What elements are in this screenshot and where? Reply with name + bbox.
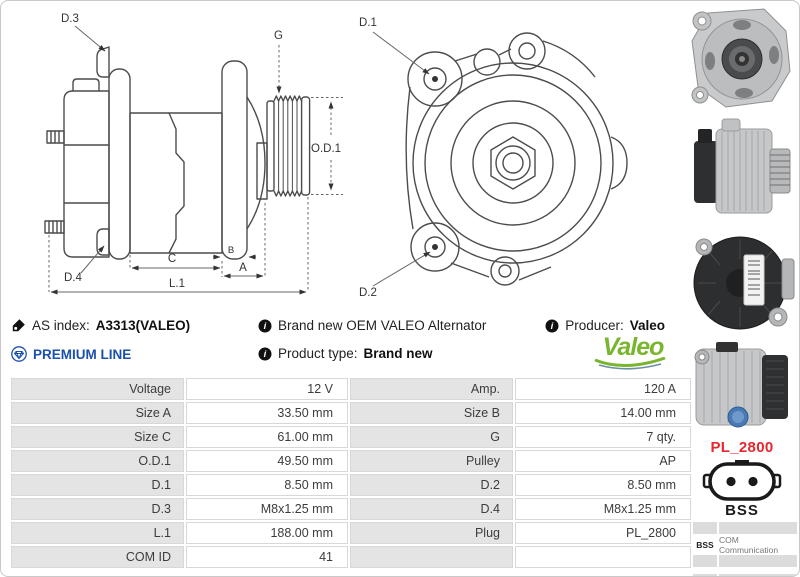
product-photo-1[interactable]: [686, 5, 798, 113]
com-row: [693, 522, 797, 534]
product-type-label: Product type:: [278, 346, 358, 361]
product-photo-2[interactable]: [686, 115, 798, 223]
valeo-logo-text: Valeo: [602, 333, 665, 361]
spec-label: Size A: [11, 402, 184, 424]
producer-value: Valeo: [629, 318, 665, 333]
com-code-cell: [693, 555, 717, 567]
premium-line-label: PREMIUM LINE: [33, 346, 132, 362]
com-row: [693, 555, 797, 567]
dim-label-l1: L.1: [169, 278, 185, 290]
dim-label-g: G: [274, 30, 283, 42]
com-communication-table: BSS COM Communication: [693, 522, 797, 576]
spec-label: COM ID: [11, 546, 184, 568]
spec-label: Size B: [350, 402, 513, 424]
dim-label-d3: D.3: [61, 13, 79, 25]
brand-note-text: Brand new OEM VALEO Alternator: [278, 318, 487, 333]
spec-label: Plug: [350, 522, 513, 544]
svg-text:i: i: [264, 349, 267, 360]
info-icon: i: [258, 319, 272, 333]
specs-table: Voltage 12 V Amp. 120 A Size A 33.50 mm …: [11, 378, 691, 568]
dim-label-a: A: [239, 262, 247, 274]
mounting-ears: [405, 32, 628, 286]
alternator-side-diagram: D.3 G O.D.1 C B A L.1 D.4: [44, 13, 343, 295]
com-code-cell: BSS: [696, 539, 714, 550]
rear-housing: [44, 78, 110, 258]
com-row: [693, 574, 797, 576]
product-type: i Product type: Brand new: [258, 346, 433, 361]
com-desc-cell: [719, 574, 797, 576]
dim-label-b: B: [228, 245, 234, 256]
stator-body: [129, 112, 223, 254]
spec-label: D.3: [11, 498, 184, 520]
spec-value: PL_2800: [515, 522, 691, 544]
spec-label: D.1: [11, 474, 184, 496]
tag-icon: [11, 318, 26, 333]
spec-label: Pulley: [350, 450, 513, 472]
spec-value: AP: [515, 450, 691, 472]
spec-value: 8.50 mm: [515, 474, 691, 496]
spec-value: 14.00 mm: [515, 402, 691, 424]
pulley: [266, 95, 311, 197]
svg-text:i: i: [264, 321, 267, 332]
as-index-label: AS index:: [32, 318, 90, 333]
spec-value: 41: [186, 546, 348, 568]
spec-label: L.1: [11, 522, 184, 544]
product-photo-3[interactable]: [686, 229, 798, 337]
plug-type: BSS: [725, 502, 759, 519]
product-info-section: AS index: A3313(VALEO) i Brand new OEM V…: [9, 315, 683, 375]
spec-label: G: [350, 426, 513, 448]
producer-label: Producer:: [565, 318, 624, 333]
front-face: [412, 62, 614, 264]
com-desc-cell: [719, 555, 797, 567]
spec-label: [350, 546, 513, 568]
spec-label: Size C: [11, 426, 184, 448]
dim-label-od1: O.D.1: [311, 143, 341, 155]
spec-value: 33.50 mm: [186, 402, 348, 424]
com-desc-cell: COM Communication: [719, 534, 779, 555]
valeo-swoosh-icon: [594, 357, 666, 370]
spec-label: Voltage: [11, 378, 184, 400]
spec-label: D.4: [350, 498, 513, 520]
spec-value: 49.50 mm: [186, 450, 348, 472]
plug-name: PL_2800: [710, 439, 774, 456]
premium-line-badge[interactable]: PREMIUM LINE: [11, 346, 131, 362]
info-icon: i: [258, 347, 272, 361]
brand-note: i Brand new OEM VALEO Alternator: [258, 318, 486, 333]
dim-label-d4: D.4: [64, 272, 83, 284]
dim-label-c: C: [168, 253, 176, 265]
spec-value: M8x1.25 mm: [515, 498, 691, 520]
spec-value: 12 V: [186, 378, 348, 400]
front-bracket: [221, 60, 268, 260]
alternator-front-diagram: D.1 D.2: [359, 17, 628, 299]
valeo-logo: Valeo: [594, 333, 669, 370]
com-desc-cell: [719, 522, 797, 534]
spec-value: 61.00 mm: [186, 426, 348, 448]
product-type-value: Brand new: [363, 346, 433, 361]
as-index: AS index: A3313(VALEO): [11, 318, 190, 333]
com-row: BSS COM Communication: [693, 534, 797, 555]
spec-value: 8.50 mm: [186, 474, 348, 496]
rear-bracket: [96, 46, 131, 260]
spec-label: O.D.1: [11, 450, 184, 472]
spec-value: 188.00 mm: [186, 522, 348, 544]
com-code-cell: [693, 522, 717, 534]
info-icon: i: [545, 319, 559, 333]
spec-value: 120 A: [515, 378, 691, 400]
producer: i Producer: Valeo: [545, 318, 665, 333]
spec-value: M8x1.25 mm: [186, 498, 348, 520]
plug-connector-icon: [702, 460, 782, 501]
dim-label-d1: D.1: [359, 17, 377, 29]
diamond-icon: [11, 346, 27, 362]
spec-label: Amp.: [350, 378, 513, 400]
spec-label: D.2: [350, 474, 513, 496]
com-code-cell: [693, 574, 717, 576]
as-index-value: A3313(VALEO): [95, 318, 191, 333]
spec-value: [515, 546, 691, 568]
spec-value: 7 qty.: [515, 426, 691, 448]
svg-text:i: i: [551, 321, 554, 332]
dim-label-d2: D.2: [359, 287, 377, 299]
product-photo-4[interactable]: [686, 341, 798, 433]
